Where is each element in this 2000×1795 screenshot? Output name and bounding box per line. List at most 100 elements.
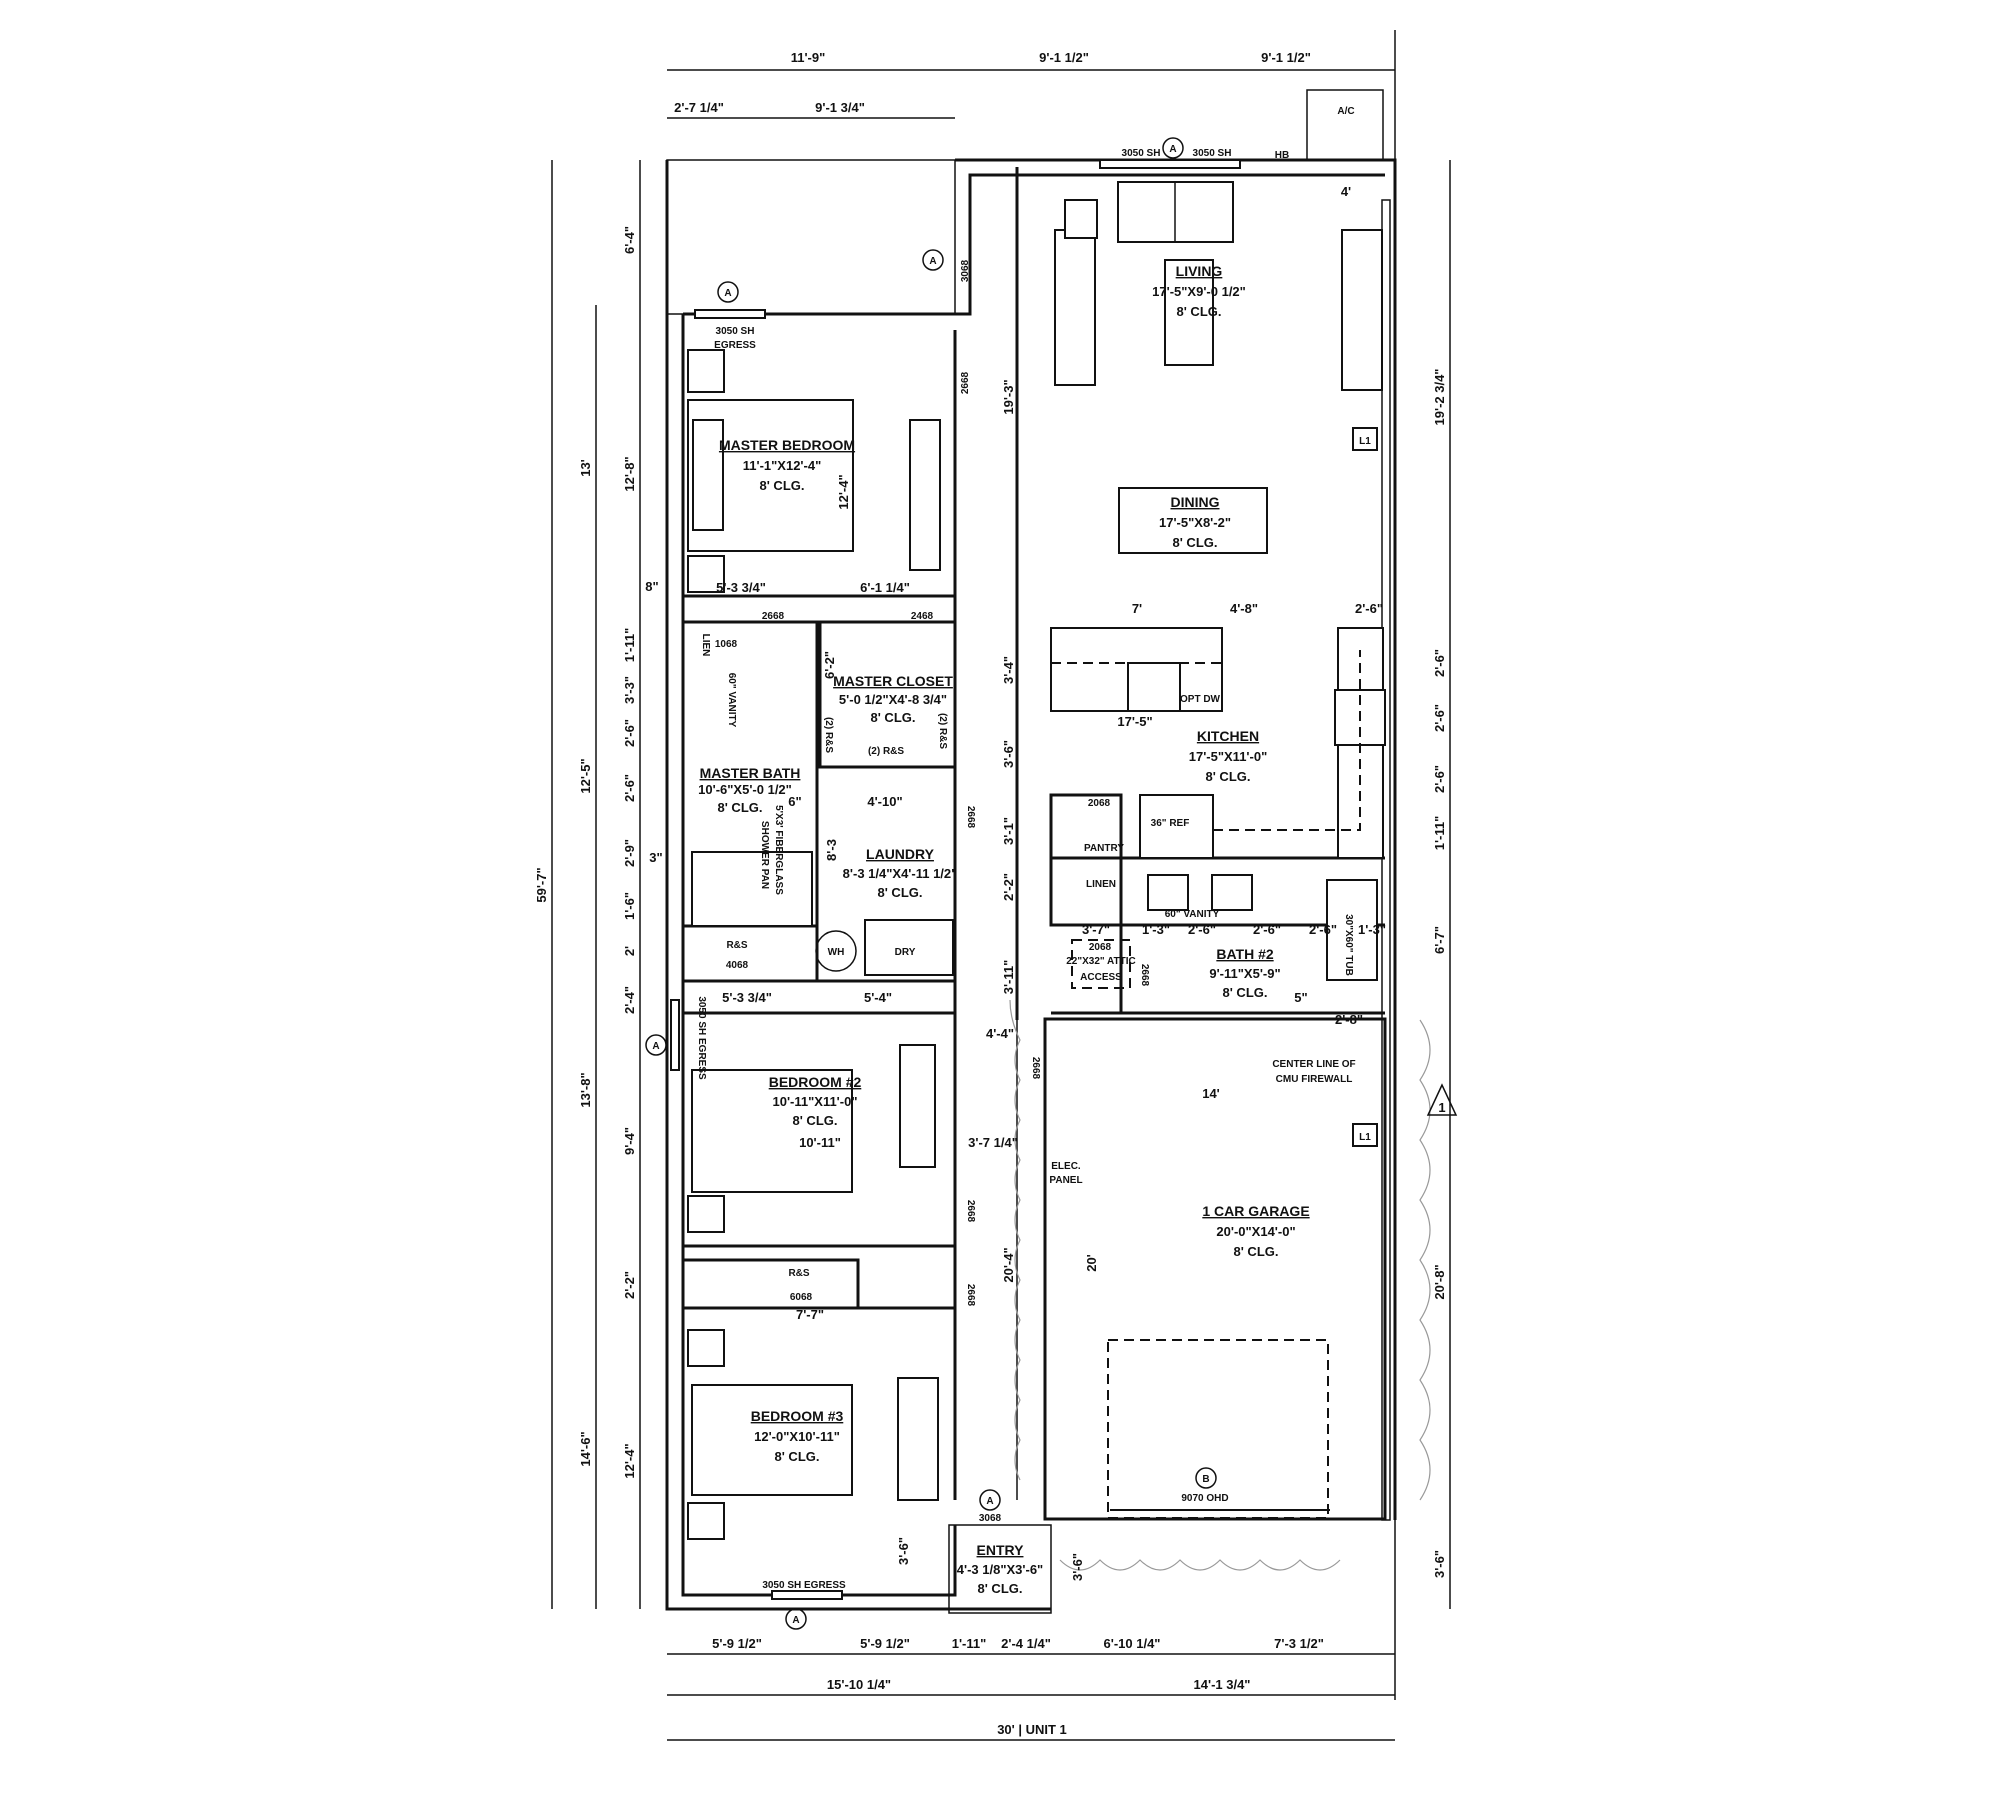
door-tag: 2068: [1088, 798, 1111, 809]
room-ceiling-master-bath: 8' CLG.: [718, 800, 763, 815]
dim-left-overall: 59'-7": [534, 867, 549, 902]
attic-access-tag: 22"X32" ATTIC: [1066, 956, 1136, 967]
room-size-living: 17'-5"X9'-0 1/2": [1152, 284, 1246, 299]
dim-right: 20'-8": [1432, 1264, 1447, 1299]
dim-left: 3'-3": [622, 676, 637, 704]
water-heater-tag: WH: [828, 947, 845, 958]
dishwasher-tag: OPT DW: [1180, 694, 1221, 705]
dim-interior: 4'-8": [1230, 601, 1258, 616]
dim-interior: 2'-6": [1355, 601, 1383, 616]
room-ceiling-laundry: 8' CLG.: [878, 885, 923, 900]
dim-interior: 4'-4": [986, 1026, 1014, 1041]
window-tag: 3050 SH EGRESS: [762, 1580, 846, 1591]
dim-right: 1'-11": [1432, 816, 1447, 851]
dim-interior: 2'-6": [1188, 922, 1216, 937]
room-size-entry: 4'-3 1/8"X3'-6": [957, 1562, 1043, 1577]
dim-left: 12'-5": [578, 758, 593, 793]
door-tag: 3068: [979, 1513, 1002, 1524]
dim-left: 3": [649, 850, 662, 865]
room-name-laundry: LAUNDRY: [866, 846, 935, 862]
dim-interior: 3'-7 1/4": [968, 1135, 1018, 1150]
dim-top: 4': [1341, 184, 1351, 199]
dim-left: 12'-8": [622, 456, 637, 491]
dim-right: 3'-6": [1432, 1550, 1447, 1578]
pantry-tag: PANTRY: [1084, 843, 1124, 854]
dryer-tag: DRY: [895, 947, 916, 958]
rod-shelf-tag: (2) R&S: [937, 713, 948, 749]
dim-interior: 7'-7": [796, 1307, 824, 1322]
dim-interior: 3'-6": [896, 1537, 911, 1565]
elec-panel-tag: PANEL: [1049, 1175, 1082, 1186]
rod-shelf-tag: (2) R&S: [868, 746, 904, 757]
dim-bottom: 15'-10 1/4": [827, 1677, 891, 1692]
dim-left: 2': [622, 946, 637, 956]
room-size-bedroom2: 10'-11"X11'-0": [772, 1094, 857, 1109]
room-labels: LIVING 17'-5"X9'-0 1/2" 8' CLG. DINING 1…: [698, 263, 1310, 1596]
dim-top: 9'-1 1/2": [1039, 50, 1089, 65]
room-name-master-bedroom: MASTER BEDROOM: [719, 437, 855, 453]
revision-cloud: [1009, 999, 1431, 1571]
tub-tag: 30"X60" TUB: [1343, 914, 1354, 976]
dim-interior: 6'-1 1/4": [860, 580, 910, 595]
window-tag: EGRESS: [714, 340, 756, 351]
dim-interior: 5": [1294, 990, 1307, 1005]
dim-left: 9'-4": [622, 1127, 637, 1155]
section-marker-a: A: [792, 1615, 799, 1626]
dim-left: 1'-11": [622, 628, 637, 663]
elec-panel-tag: ELEC.: [1051, 1161, 1081, 1172]
garage-door-tag: 9070 OHD: [1181, 1493, 1228, 1504]
dim-interior: 17'-5": [1117, 714, 1152, 729]
room-ceiling-living: 8' CLG.: [1177, 304, 1222, 319]
dim-interior: 20': [1084, 1254, 1099, 1272]
shower-tag: 5'X3' FIBERGLASS: [773, 805, 784, 895]
door-tag: 2668: [965, 806, 976, 829]
door-tag: 2668: [1030, 1057, 1041, 1080]
dim-interior: 3'-6": [1070, 1553, 1085, 1581]
room-size-kitchen: 17'-5"X11'-0": [1189, 749, 1268, 764]
vanity-tag: 60" VANITY: [1165, 909, 1220, 920]
dim-left: 8": [645, 579, 658, 594]
room-name-entry: ENTRY: [977, 1542, 1025, 1558]
room-ceiling-kitchen: 8' CLG.: [1206, 769, 1251, 784]
room-size-master-bedroom: 11'-1"X12'-4": [743, 458, 822, 473]
dim-interior: 2'-2": [1001, 873, 1016, 901]
dim-left: 6'-4": [622, 226, 637, 254]
room-size-garage: 20'-0"X14'-0": [1216, 1224, 1295, 1239]
dim-top: 9'-1 1/2": [1261, 50, 1311, 65]
window-tag: 3050 SH EGRESS: [696, 996, 707, 1080]
dim-left: 13'-8": [578, 1072, 593, 1107]
window-tag: 3050 SH: [1193, 148, 1232, 159]
dim-bottom-overall: 30' | UNIT 1: [997, 1722, 1067, 1737]
room-ceiling-master-bedroom: 8' CLG.: [760, 478, 805, 493]
room-name-bedroom2: BEDROOM #2: [769, 1074, 862, 1090]
linen-tag: LIEN: [700, 634, 711, 657]
dim-interior: 4'-10": [867, 794, 902, 809]
refrigerator-tag: 36" REF: [1151, 818, 1190, 829]
dim-interior: 1'-3": [1142, 922, 1170, 937]
interior-dimensions: 19'-3" 7' 4'-8" 2'-6" 3'-4" 17'-5" 3'-6"…: [716, 379, 1386, 1581]
rod-shelf-tag: R&S: [726, 940, 747, 951]
room-ceiling-bedroom3: 8' CLG.: [775, 1449, 820, 1464]
dim-interior: 1'-3": [1358, 922, 1386, 937]
section-marker-a: A: [986, 1496, 993, 1507]
room-ceiling-bedroom2: 8' CLG.: [793, 1113, 838, 1128]
dim-interior: 3'-1": [1001, 817, 1016, 845]
room-name-living: LIVING: [1176, 263, 1223, 279]
rear-porch: [666, 159, 956, 315]
dim-interior: 10'-11": [799, 1135, 841, 1150]
dim-interior: 5'-3 3/4": [722, 990, 772, 1005]
door-tag: 2468: [911, 611, 934, 622]
light-tag: L1: [1359, 436, 1371, 447]
room-size-laundry: 8'-3 1/4"X4'-11 1/2": [843, 866, 958, 881]
dim-bottom: 1'-11": [952, 1636, 987, 1651]
dimension-lines: [551, 30, 1451, 1741]
dim-left: 2'-2": [622, 1271, 637, 1299]
room-name-garage: 1 CAR GARAGE: [1202, 1203, 1309, 1219]
section-marker-a: A: [1169, 144, 1176, 155]
dim-bottom: 5'-9 1/2": [860, 1636, 910, 1651]
room-name-bath2: BATH #2: [1216, 946, 1274, 962]
dim-interior: 7': [1132, 601, 1142, 616]
dim-top: 2'-7 1/4": [674, 100, 724, 115]
dim-bottom: 2'-4 1/4": [1001, 1636, 1051, 1651]
